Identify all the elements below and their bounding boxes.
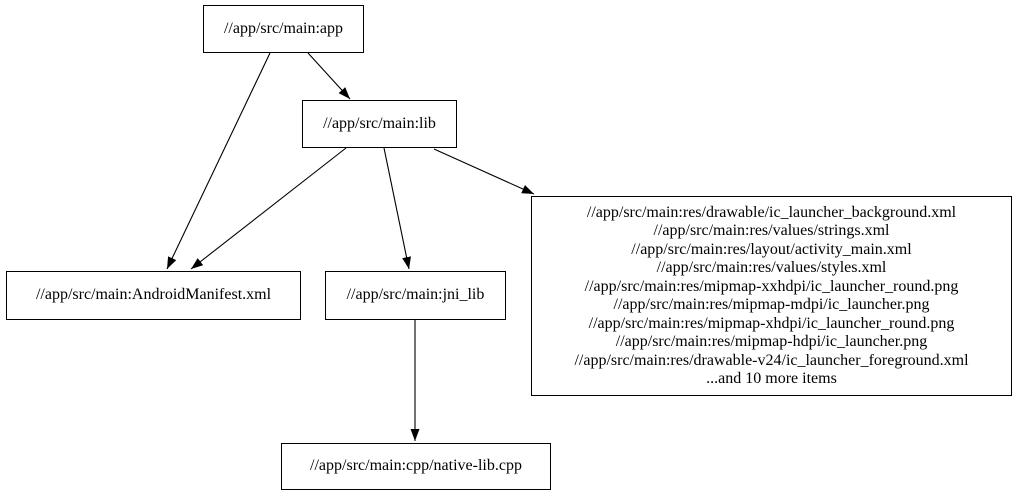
- node-app-label: //app/src/main:app: [223, 19, 344, 37]
- edge-app-to-androidmanifest: [166, 52, 271, 270]
- node-native-lib-cpp-label: //app/src/main:cpp/native-lib.cpp: [310, 457, 522, 475]
- node-android-manifest: //app/src/main:AndroidManifest.xml: [6, 271, 301, 320]
- res-file-line: //app/src/main:res/mipmap-hdpi/ic_launch…: [615, 333, 928, 350]
- res-file-line: //app/src/main:res/drawable/ic_launcher_…: [586, 203, 957, 221]
- edge-lib-to-res-group: [433, 148, 535, 195]
- node-jni-lib-label: //app/src/main:jni_lib: [346, 286, 485, 304]
- edge-app-to-lib: [307, 52, 351, 100]
- edge-lib-to-jni-lib: [383, 147, 411, 270]
- res-file-line: //app/src/main:res/layout/activity_main.…: [631, 240, 912, 258]
- res-file-line: //app/src/main:res/drawable-v24/ic_launc…: [574, 351, 969, 369]
- node-jni-lib: //app/src/main:jni_lib: [325, 271, 506, 320]
- res-file-line: //app/src/main:res/mipmap-xhdpi/ic_launc…: [588, 314, 955, 332]
- node-native-lib-cpp: //app/src/main:cpp/native-lib.cpp: [281, 443, 551, 490]
- res-file-line: //app/src/main:res/values/styles.xml: [656, 259, 887, 276]
- node-android-manifest-label: //app/src/main:AndroidManifest.xml: [35, 286, 272, 304]
- node-lib: //app/src/main:lib: [302, 100, 457, 148]
- edge-lib-to-androidmanifest: [190, 147, 347, 270]
- node-res-file-group: //app/src/main:res/drawable/ic_launcher_…: [531, 196, 1012, 396]
- node-lib-label: //app/src/main:lib: [323, 114, 436, 132]
- res-more-items-line: ...and 10 more items: [706, 370, 837, 387]
- node-app: //app/src/main:app: [203, 5, 364, 53]
- res-file-line: //app/src/main:res/mipmap-xxhdpi/ic_laun…: [584, 277, 959, 295]
- res-file-line: //app/src/main:res/values/strings.xml: [653, 222, 890, 239]
- res-file-line: //app/src/main:res/mipmap-mdpi/ic_launch…: [613, 296, 930, 313]
